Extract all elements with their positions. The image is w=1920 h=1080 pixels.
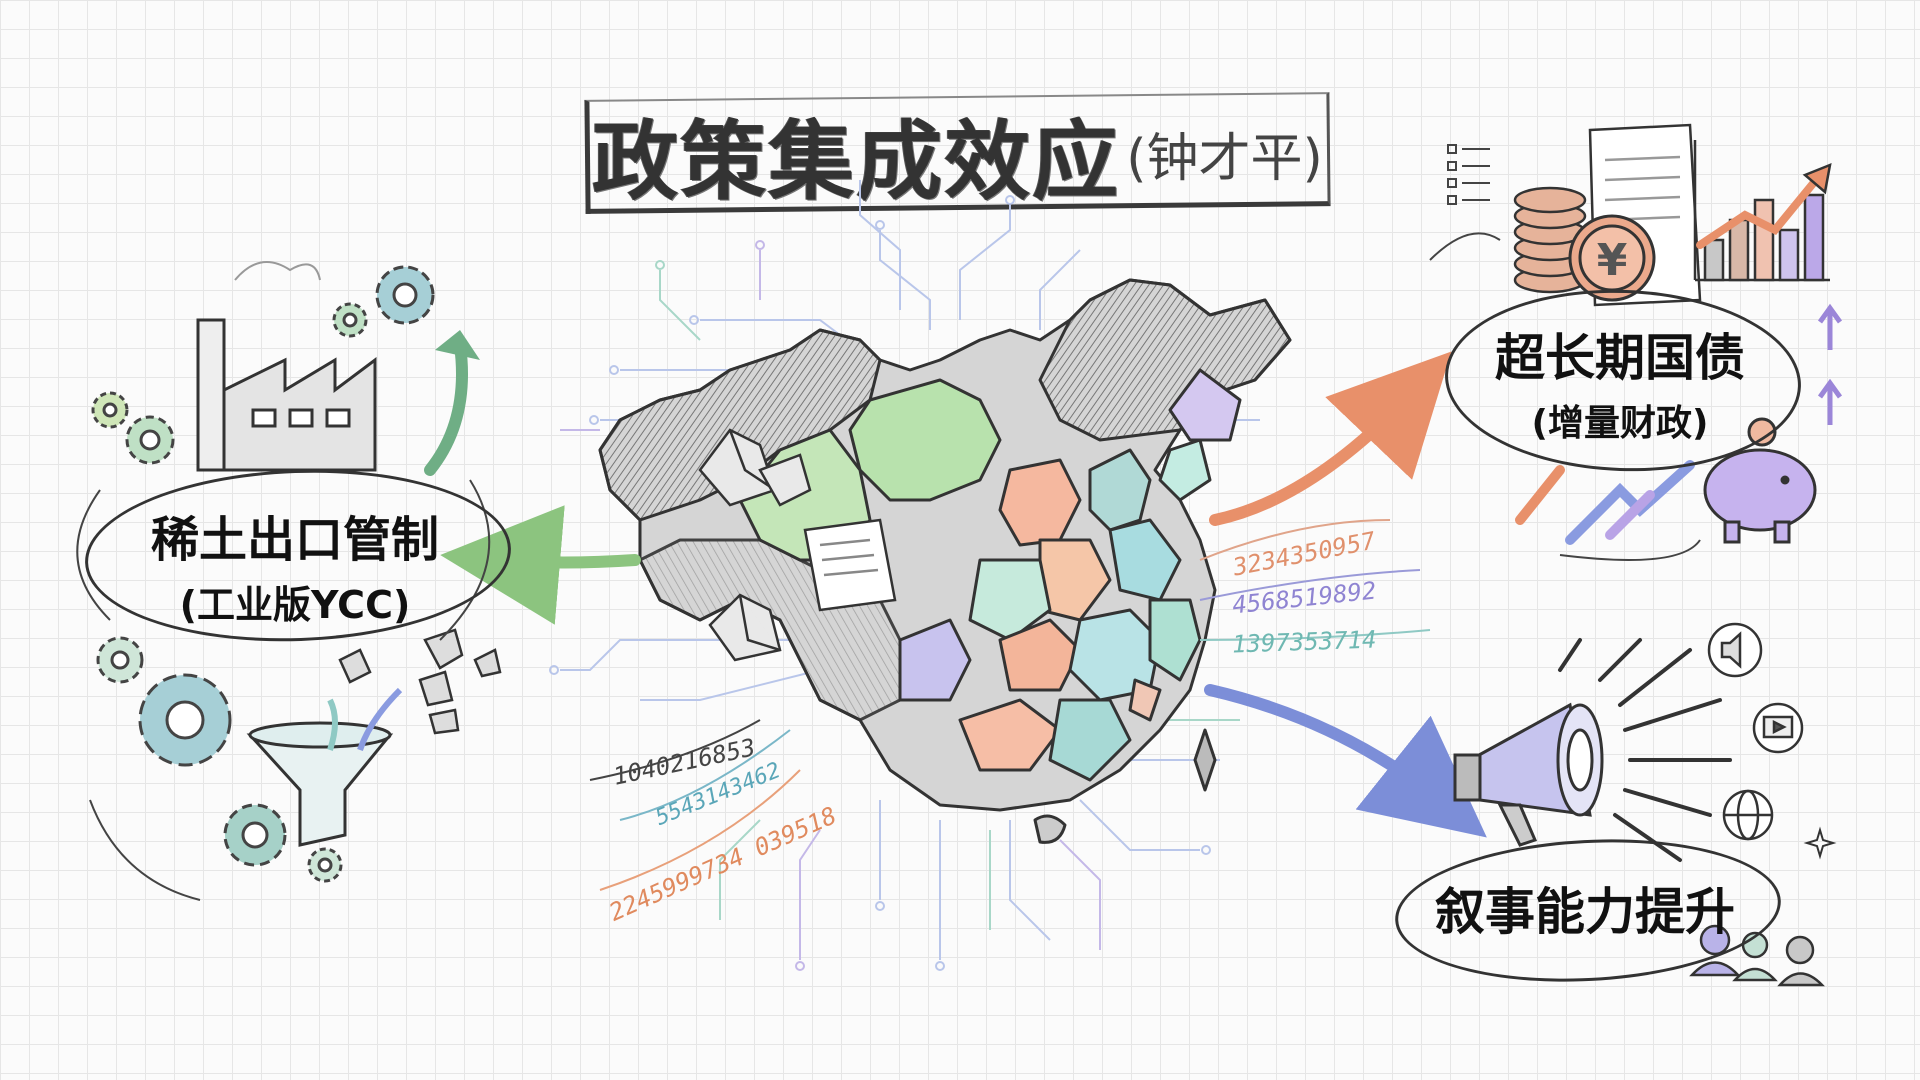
crystal-icon bbox=[698, 428, 812, 662]
top-right-node-label: 超长期国债 (增量财政) bbox=[1445, 318, 1795, 446]
bottom-right-node-label: 叙事能力提升 bbox=[1395, 872, 1775, 944]
document-icon bbox=[803, 518, 897, 612]
growth-arrow-icon bbox=[424, 330, 480, 476]
megaphone-icon bbox=[1453, 702, 1604, 847]
number-stream-lines bbox=[589, 519, 1431, 891]
ore-chunks-icon bbox=[327, 628, 502, 751]
gear-icon bbox=[91, 265, 435, 883]
funnel-icon bbox=[246, 721, 394, 847]
number-stream-right-3: 1397353714 bbox=[1231, 625, 1377, 659]
speaker-icon bbox=[1707, 622, 1763, 678]
bar-chart-icon bbox=[1693, 140, 1832, 282]
top-right-node-title: 超长期国债 bbox=[1495, 329, 1745, 387]
up-arrow-icon bbox=[1817, 303, 1843, 425]
sparkle-icon bbox=[1803, 826, 1837, 860]
sound-rays bbox=[1558, 638, 1732, 862]
title-author: (钟才平) bbox=[1126, 128, 1323, 189]
left-cycle-loop bbox=[76, 479, 491, 901]
left-node-title: 稀土出口管制 bbox=[150, 512, 439, 568]
arrow-to-left bbox=[440, 505, 641, 625]
top-right-loop bbox=[1429, 232, 1701, 561]
bottom-right-node-title: 叙事能力提升 bbox=[1435, 883, 1735, 941]
svg-text:¥: ¥ bbox=[1597, 235, 1628, 286]
globe-icon bbox=[1722, 789, 1774, 841]
title-main: 政策集成效应 bbox=[592, 111, 1121, 212]
yuan-coin-icon: ¥ bbox=[1568, 214, 1656, 302]
tv-icon bbox=[1752, 702, 1804, 754]
factory-icon bbox=[196, 261, 377, 472]
piggy-bank-icon bbox=[1703, 417, 1817, 544]
arrow-to-bottom-right bbox=[1204, 684, 1487, 838]
circuit-lines-icon bbox=[549, 180, 1260, 971]
list-icon bbox=[1447, 144, 1490, 205]
top-right-node-subtitle: (增量财政) bbox=[1531, 403, 1709, 444]
trend-arrows-icon bbox=[1515, 460, 1695, 545]
arrow-to-top-right bbox=[1209, 351, 1452, 526]
china-map-icon bbox=[598, 278, 1292, 844]
left-node-label: 稀土出口管制 (工业版YCC) bbox=[85, 500, 505, 629]
title-box: 政策集成效应 (钟才平) bbox=[584, 92, 1331, 214]
left-node-subtitle: (工业版YCC) bbox=[179, 583, 411, 627]
people-icon bbox=[1689, 924, 1825, 987]
